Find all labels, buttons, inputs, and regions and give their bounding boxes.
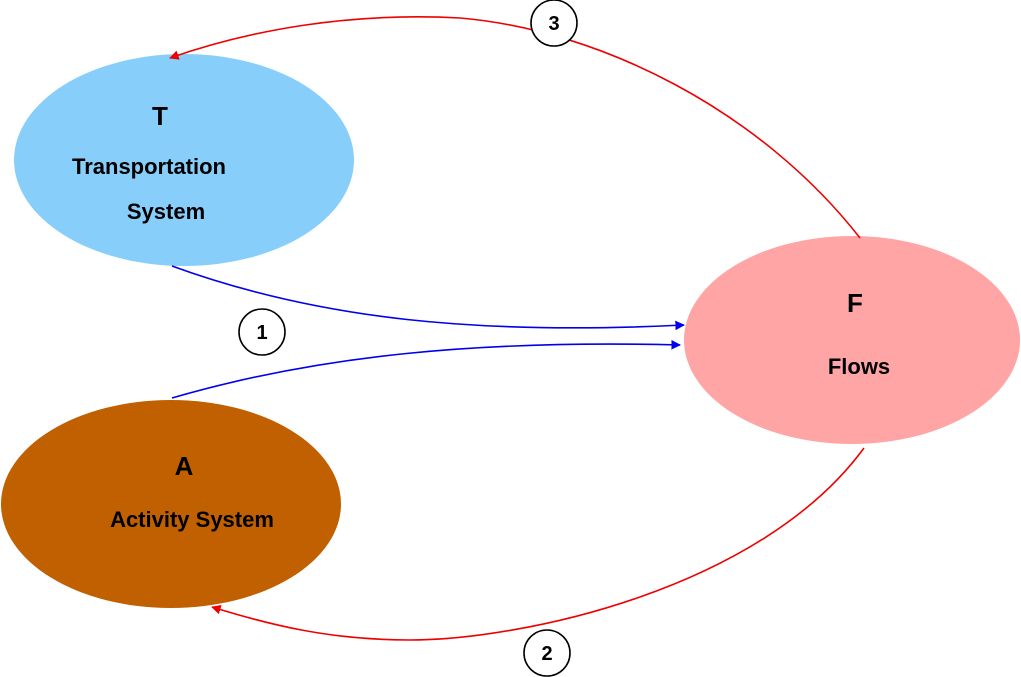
step-marker-3: 3 [530, 0, 578, 47]
activity-letter: A [175, 451, 194, 481]
flows-node [684, 236, 1020, 444]
transportation-node [14, 54, 354, 266]
transportation-label-line2: System [127, 199, 205, 224]
flows-letter: F [847, 288, 863, 318]
step-marker-3-label: 3 [548, 13, 559, 35]
transportation-letter: T [152, 101, 168, 131]
edge-activity-to-flows [171, 339, 681, 399]
edge-flows-to-activity [211, 447, 865, 641]
transportation-label-line1: Transportation [72, 154, 226, 179]
step-marker-1: 1 [238, 308, 286, 356]
activity-node [1, 400, 341, 608]
flows-label: Flows [828, 354, 890, 379]
step-marker-1-label: 1 [256, 322, 267, 344]
edge-flows-to-transportation [169, 16, 861, 239]
step-marker-2: 2 [523, 629, 571, 677]
edge-transportation-to-flows [171, 265, 685, 331]
activity-label: Activity System [110, 507, 274, 532]
step-marker-2-label: 2 [541, 643, 552, 665]
